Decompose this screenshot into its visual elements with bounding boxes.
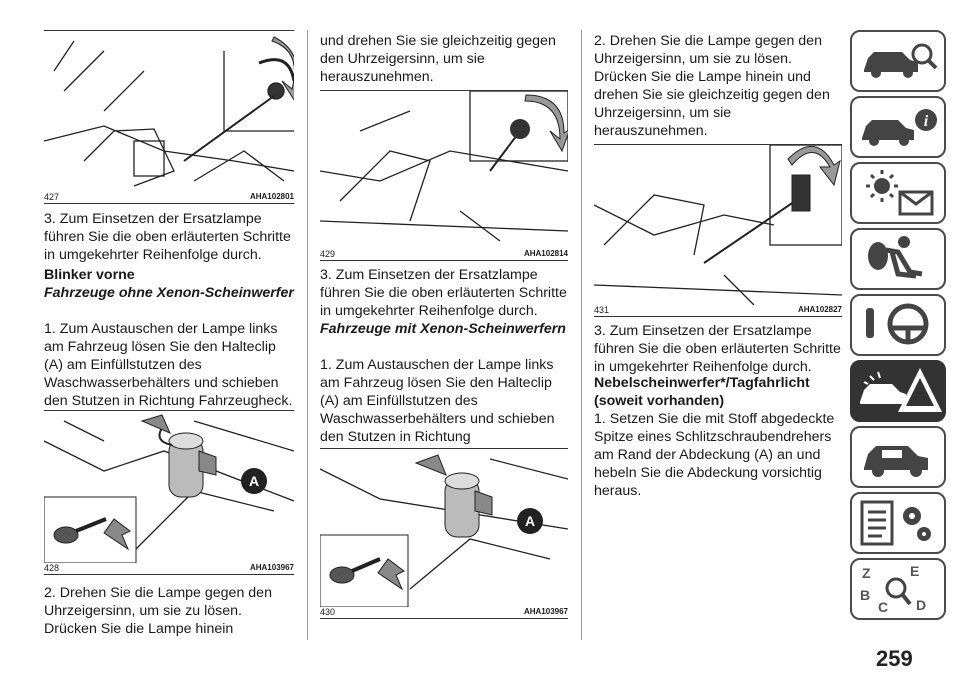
alphabetical-index-icon: Z E B C D <box>860 563 926 615</box>
step-text: 1. Setzen Sie die mit Stoff abgedeckte S… <box>594 411 835 499</box>
index-letter: C <box>878 599 888 615</box>
step-text: 1. Zum Austauschen der Lampe links am Fa… <box>44 321 293 409</box>
washer-filler-neck-illustration: A <box>44 414 294 563</box>
specifications-gear-icon <box>860 500 931 546</box>
section-heading: Blinker vorne <box>44 267 135 283</box>
tab-warning-lights[interactable] <box>850 162 946 224</box>
figure-code: AHA102827 <box>797 305 842 314</box>
washer-filler-neck-illustration: A <box>320 454 568 607</box>
index-letter: B <box>860 587 870 603</box>
column-divider <box>581 30 582 640</box>
figure-code: AHA102801 <box>249 192 294 201</box>
figure-number: 431 <box>594 305 610 315</box>
tab-airbag-seat[interactable] <box>850 228 946 290</box>
step-text: 2. Drehen Sie die Lampe gegen den Uhrzei… <box>44 585 272 637</box>
index-letter: D <box>916 597 926 613</box>
step-text: und drehen Sie sie gleichzeitig gegen de… <box>320 33 556 85</box>
car-search-icon <box>864 43 938 78</box>
index-letter: E <box>910 563 919 579</box>
section-heading: Nebelscheinwerfer*/Tagfahrlicht (soweit … <box>594 375 810 409</box>
figure-431-caption: 431 AHA102827 <box>594 304 842 317</box>
tab-specifications[interactable] <box>850 492 946 554</box>
tab-key-steering[interactable] <box>850 294 946 356</box>
subsection-heading: Fahrzeuge ohne Xenon-Scheinwerfer <box>44 285 294 301</box>
tab-car-service[interactable] <box>850 426 946 488</box>
figure-number: 429 <box>320 249 336 259</box>
page-number: 259 <box>876 646 913 671</box>
callout-a: A <box>525 513 535 529</box>
step-text: 3. Zum Einsetzen der Ersatzlampe führen … <box>594 323 841 375</box>
figure-code: AHA102814 <box>523 249 568 258</box>
figure-number: 430 <box>320 607 336 617</box>
figure-427-caption: 427 AHA102801 <box>44 191 294 204</box>
figure-430-caption: 430 AHA103967 <box>320 606 568 619</box>
tab-car-search[interactable] <box>850 30 946 92</box>
bulb-removal-illustration <box>320 91 568 242</box>
callout-a: A <box>249 473 259 489</box>
column-divider <box>307 30 308 640</box>
car-info-icon: i <box>862 109 937 146</box>
figure-429-caption: 429 AHA102814 <box>320 248 568 261</box>
tab-car-info[interactable]: i <box>850 96 946 158</box>
step-text: 3. Zum Einsetzen der Ersatzlampe führen … <box>320 267 567 319</box>
car-service-icon <box>864 446 928 477</box>
figure-number: 428 <box>44 563 60 573</box>
airbag-seat-icon <box>868 236 923 279</box>
turn-signal-bulb-illustration <box>44 36 294 187</box>
subsection-heading: Fahrzeuge mit Xenon-Scheinwerfern <box>320 321 566 337</box>
key-steering-icon <box>866 303 929 345</box>
figure-code: AHA103967 <box>523 607 568 616</box>
figure-430: A <box>320 448 568 607</box>
figure-431 <box>594 144 842 305</box>
svg-text:i: i <box>924 113 929 130</box>
car-breakdown-warning-icon <box>860 368 942 412</box>
tab-breakdown-active[interactable] <box>850 360 946 422</box>
figure-428: A <box>44 410 294 563</box>
step-text: 3. Zum Einsetzen der Ersatzlampe führen … <box>44 211 291 263</box>
figure-429 <box>320 90 568 249</box>
figure-code: AHA103967 <box>249 563 294 572</box>
step-text: 2. Drehen Sie die Lampe gegen den Uhrzei… <box>594 33 830 139</box>
xenon-bulb-removal-illustration <box>594 145 842 305</box>
index-letter: Z <box>862 565 871 581</box>
figure-number: 427 <box>44 192 60 202</box>
warning-lights-icon <box>866 170 934 216</box>
tab-index[interactable]: Z E B C D <box>850 558 946 620</box>
figure-427 <box>44 30 294 192</box>
figure-428-caption: 428 AHA103967 <box>44 562 294 575</box>
